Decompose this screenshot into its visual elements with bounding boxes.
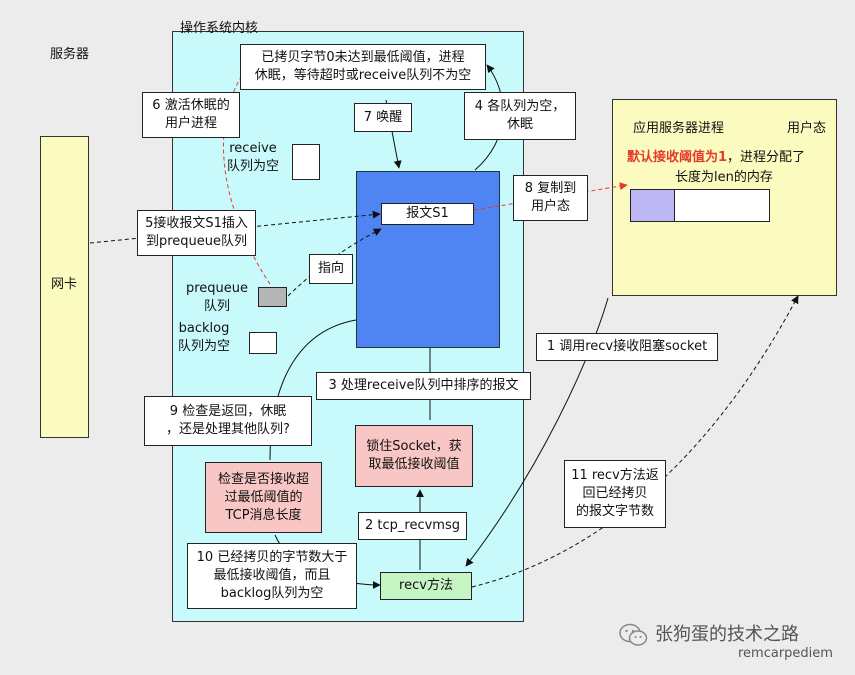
step1-text: 1 调用recv接收阻塞socket	[546, 339, 708, 354]
step7-text: 7 唤醒	[363, 109, 403, 125]
receive-queue-label: receive 队列为空	[227, 140, 279, 176]
step8-box: 8 复制到 用户态	[513, 175, 588, 221]
step4-line2: 休眠	[506, 117, 533, 132]
receive-queue-label-line1: receive	[229, 141, 277, 156]
check-threshold-line1: 检查是否接收超	[217, 471, 309, 487]
prequeue-box	[258, 287, 287, 307]
packet-s1-box: 报文S1	[381, 203, 474, 225]
step9-box: 9 检查是返回，休眠 ，还是处理其他队列?	[144, 396, 312, 446]
check-threshold-line3: TCP消息长度	[225, 507, 302, 523]
step4-line1: 4 各队列为空，	[474, 99, 566, 114]
user-mode-label: 用户态	[787, 121, 827, 136]
backlog-label: backlog 队列为空	[178, 320, 230, 356]
nic-region	[40, 136, 89, 438]
nic-label: 网卡	[51, 277, 78, 292]
threshold-highlight: 默认接收阈值为1	[627, 150, 728, 165]
step2-text: 2 tcp_recvmsg	[365, 518, 460, 533]
step3-box: 3 处理receive队列中排序的报文	[316, 372, 531, 400]
step10-line1: 10 已经拷贝的字节数大于	[196, 550, 348, 565]
recv-method-text: recv方法	[399, 578, 453, 593]
user-buffer	[630, 189, 770, 222]
step10-line3: backlog队列为空	[220, 586, 324, 601]
step6-line2: 用户进程	[164, 116, 217, 131]
watermark-account: 张狗蛋的技术之路	[655, 624, 799, 645]
packet-s1-text: 报文S1	[406, 206, 449, 221]
step11-line2: 回已经拷贝	[582, 486, 648, 501]
step5-line1: 5接收报文S1插入	[145, 216, 248, 231]
step11-box: 11 recv方法返 回已经拷贝 的报文字节数	[564, 460, 666, 528]
arrow-recv-call	[465, 297, 609, 567]
step1-box: 1 调用recv接收阻塞socket	[536, 333, 718, 361]
receive-queue-label-line2: 队列为空	[227, 159, 280, 174]
step11-line3: 的报文字节数	[575, 504, 654, 519]
step5-line2: 到prequeue队列	[145, 234, 248, 249]
copied-zero-box: 已拷贝字节0未达到最低阈值，进程 休眠，等待超时或receive队列不为空	[240, 44, 486, 90]
backlog-label-line2: 队列为空	[178, 339, 231, 354]
backlog-box	[249, 332, 277, 354]
step6-line1: 6 激活休眠的	[152, 98, 230, 113]
watermark-handle: remcarpediem	[738, 646, 833, 661]
lock-socket-box: 锁住Socket，获 取最低接收阈值	[355, 425, 473, 487]
socket-block	[356, 171, 500, 348]
server-label: 服务器	[50, 47, 90, 62]
prequeue-label: prequeue 队列	[186, 280, 248, 316]
step10-box: 10 已经拷贝的字节数大于 最低接收阈值，而且 backlog队列为空	[187, 543, 357, 609]
step11-line1: 11 recv方法返	[571, 468, 659, 483]
kernel-label: 操作系统内核	[180, 21, 259, 36]
lock-socket-line2: 取最低接收阈值	[368, 457, 460, 472]
copied-zero-line2: 休眠，等待超时或receive队列不为空	[254, 68, 472, 83]
alloc-text: 长度为len的内存	[675, 170, 773, 185]
step9-line1: 9 检查是返回，休眠	[169, 404, 287, 419]
wechat-icon	[619, 622, 649, 648]
copied-zero-line1: 已拷贝字节0未达到最低阈值，进程	[261, 50, 465, 65]
step4-box: 4 各队列为空， 休眠	[464, 92, 576, 140]
app-process-label: 应用服务器进程	[633, 121, 725, 136]
step6-box: 6 激活休眠的 用户进程	[142, 92, 240, 138]
step7-box: 7 唤醒	[354, 103, 412, 132]
step8-line1: 8 复制到	[524, 181, 577, 196]
pointer-text: 指向	[317, 261, 344, 276]
recv-method-box: recv方法	[380, 572, 472, 600]
check-threshold-line2: 过最低阈值的	[224, 489, 303, 505]
check-threshold-box: 检查是否接收超 过最低阈值的 TCP消息长度	[205, 462, 322, 533]
pointer-box: 指向	[309, 254, 353, 284]
threshold-rest: ，进程分配了	[727, 150, 806, 165]
step9-line2: ，还是处理其他队列?	[166, 422, 290, 437]
step3-text: 3 处理receive队列中排序的报文	[328, 378, 519, 393]
receive-queue-box	[292, 144, 320, 180]
step10-line2: 最低接收阈值，而且	[213, 568, 331, 583]
prequeue-label-line1: prequeue	[186, 281, 249, 296]
prequeue-label-line2: 队列	[204, 299, 231, 314]
step8-line2: 用户态	[530, 199, 570, 214]
threshold-text: 默认接收阈值为1，进程分配了	[627, 149, 805, 167]
step5-box: 5接收报文S1插入 到prequeue队列	[137, 210, 256, 256]
backlog-label-line1: backlog	[178, 321, 230, 336]
user-buffer-filled	[631, 190, 675, 221]
step2-box: 2 tcp_recvmsg	[358, 512, 467, 540]
lock-socket-line1: 锁住Socket，获	[366, 439, 462, 454]
